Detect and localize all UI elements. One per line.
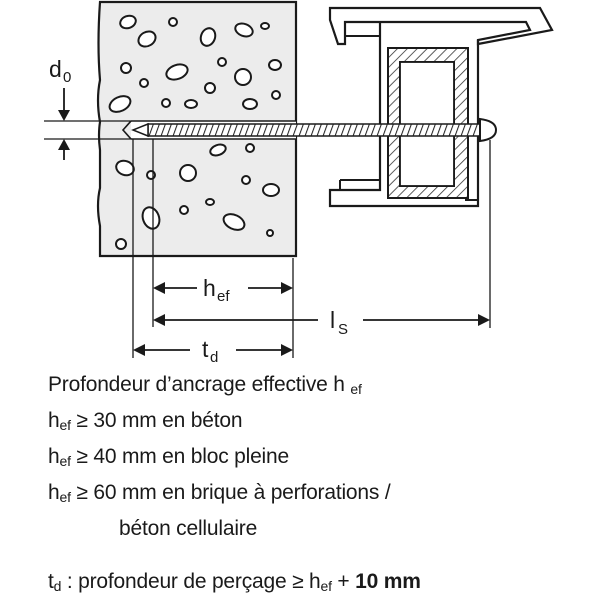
h-symbol: h	[48, 481, 60, 504]
legend-line-aerated-concrete: béton cellulaire	[119, 517, 258, 540]
ls-label: l	[330, 307, 335, 333]
td-subscript: d	[53, 578, 62, 594]
legend-line3-text: ≥ 60 mm en brique à perforations /	[70, 481, 391, 504]
dimension-ls: l S	[153, 307, 490, 338]
legend-title-sub: ef	[350, 381, 362, 397]
concrete-aggregate	[108, 14, 282, 250]
td-text-sub: ef	[320, 578, 332, 594]
dimension-d0: d 0	[44, 56, 131, 160]
legend: Profondeur d’ancrage effective h ef hef …	[48, 369, 593, 602]
legend-line-solid-block: hef ≥ 40 mm en bloc pleine	[48, 441, 593, 477]
legend-line-concrete: hef ≥ 30 mm en béton	[48, 405, 593, 441]
td-bold-value: 10 mm	[355, 570, 421, 593]
h-subscript: ef	[59, 417, 71, 433]
window-frame-profile	[328, 6, 554, 208]
legend-title: Profondeur d’ancrage effective h ef	[48, 369, 593, 405]
td-label: t	[202, 336, 209, 362]
td-label-sub: d	[210, 349, 218, 366]
h-symbol: h	[48, 409, 60, 432]
h-subscript: ef	[59, 489, 71, 505]
legend-title-text: Profondeur d’ancrage effective h	[48, 373, 345, 396]
legend-line1-text: ≥ 30 mm en béton	[70, 409, 243, 432]
h-symbol: h	[48, 445, 60, 468]
installation-diagram: d 0 h ef l S t d	[44, 0, 554, 366]
ls-label-sub: S	[338, 321, 348, 338]
h-subscript: ef	[59, 453, 71, 469]
legend-line-drill-depth: td : profondeur de perçage ≥ hef + 10 mm	[48, 566, 593, 602]
td-text: : profondeur de perçage ≥ h	[61, 570, 321, 593]
d0-label: d	[49, 56, 62, 82]
td-symbol: t	[48, 570, 54, 593]
d0-label-sub: 0	[63, 69, 71, 86]
dimension-hef: h ef	[153, 275, 293, 305]
dimension-td: t d	[133, 336, 293, 366]
legend-line-perforated-brick: hef ≥ 60 mm en brique à perforations /	[48, 477, 593, 513]
td-plus: +	[331, 570, 356, 593]
frame-screw	[130, 117, 498, 143]
extension-lines	[132, 139, 491, 358]
hef-label: h	[203, 275, 216, 301]
legend-line2-text: ≥ 40 mm en bloc pleine	[70, 445, 289, 468]
hef-label-sub: ef	[217, 288, 230, 305]
